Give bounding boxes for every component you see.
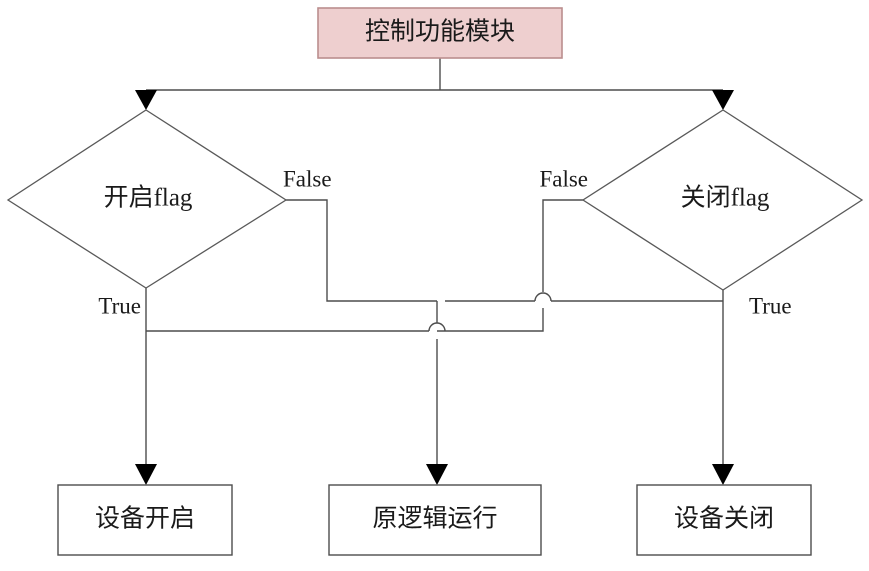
edge-close-flag-false-upper <box>542 199 583 292</box>
edge-close-flag-false-lower <box>437 308 544 332</box>
node-close-flag-label: 关闭flag <box>681 184 770 212</box>
node-device-off-label: 设备关闭 <box>674 505 774 533</box>
arrowhead-to-device-on <box>135 464 157 485</box>
node-open-flag-label: 开启flag <box>104 184 193 212</box>
node-device-on[interactable] <box>57 484 233 556</box>
edge-hop-trunk-left <box>428 322 446 332</box>
node-original-logic-label: 原逻辑运行 <box>372 505 497 533</box>
edge-label-open-flag-false: False <box>283 166 332 191</box>
node-open-flag-decision[interactable] <box>6 109 288 289</box>
edge-label-close-flag-true: True <box>749 293 792 318</box>
node-original-logic[interactable] <box>328 484 542 556</box>
node-device-off[interactable] <box>636 484 812 556</box>
edge-hop-false-right <box>534 292 552 302</box>
arrowhead-to-open-flag <box>135 90 157 110</box>
node-close-flag-decision[interactable] <box>581 109 864 291</box>
arrowhead-to-original-logic <box>426 464 448 485</box>
edge-label-open-flag-true: True <box>98 293 141 318</box>
arrowhead-to-device-off <box>712 464 734 485</box>
node-control-module[interactable] <box>317 7 563 59</box>
edge-label-close-flag-false: False <box>539 166 588 191</box>
node-control-module-label: 控制功能模块 <box>365 18 515 46</box>
edge-open-flag-false <box>286 199 437 302</box>
arrowhead-to-close-flag <box>712 90 734 110</box>
node-device-on-label: 设备开启 <box>95 505 195 533</box>
